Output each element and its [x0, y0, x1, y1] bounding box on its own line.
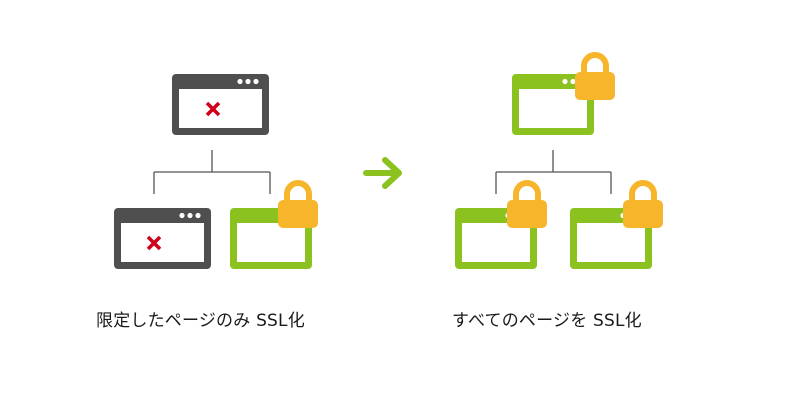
right-connector-lines [495, 150, 612, 194]
lock-icon [575, 55, 615, 100]
right-caption: すべてのページを SSL化 [452, 311, 642, 331]
left-bottom-insecure-window-icon [114, 208, 211, 269]
left-top-window-icon [172, 74, 269, 135]
left-caption: 限定したページのみ SSL化 [96, 311, 305, 331]
lock-icon [623, 183, 663, 228]
lock-icon [507, 183, 547, 228]
left-connector-lines [153, 150, 271, 194]
arrow-right-icon [363, 157, 402, 189]
lock-icon [278, 183, 318, 228]
